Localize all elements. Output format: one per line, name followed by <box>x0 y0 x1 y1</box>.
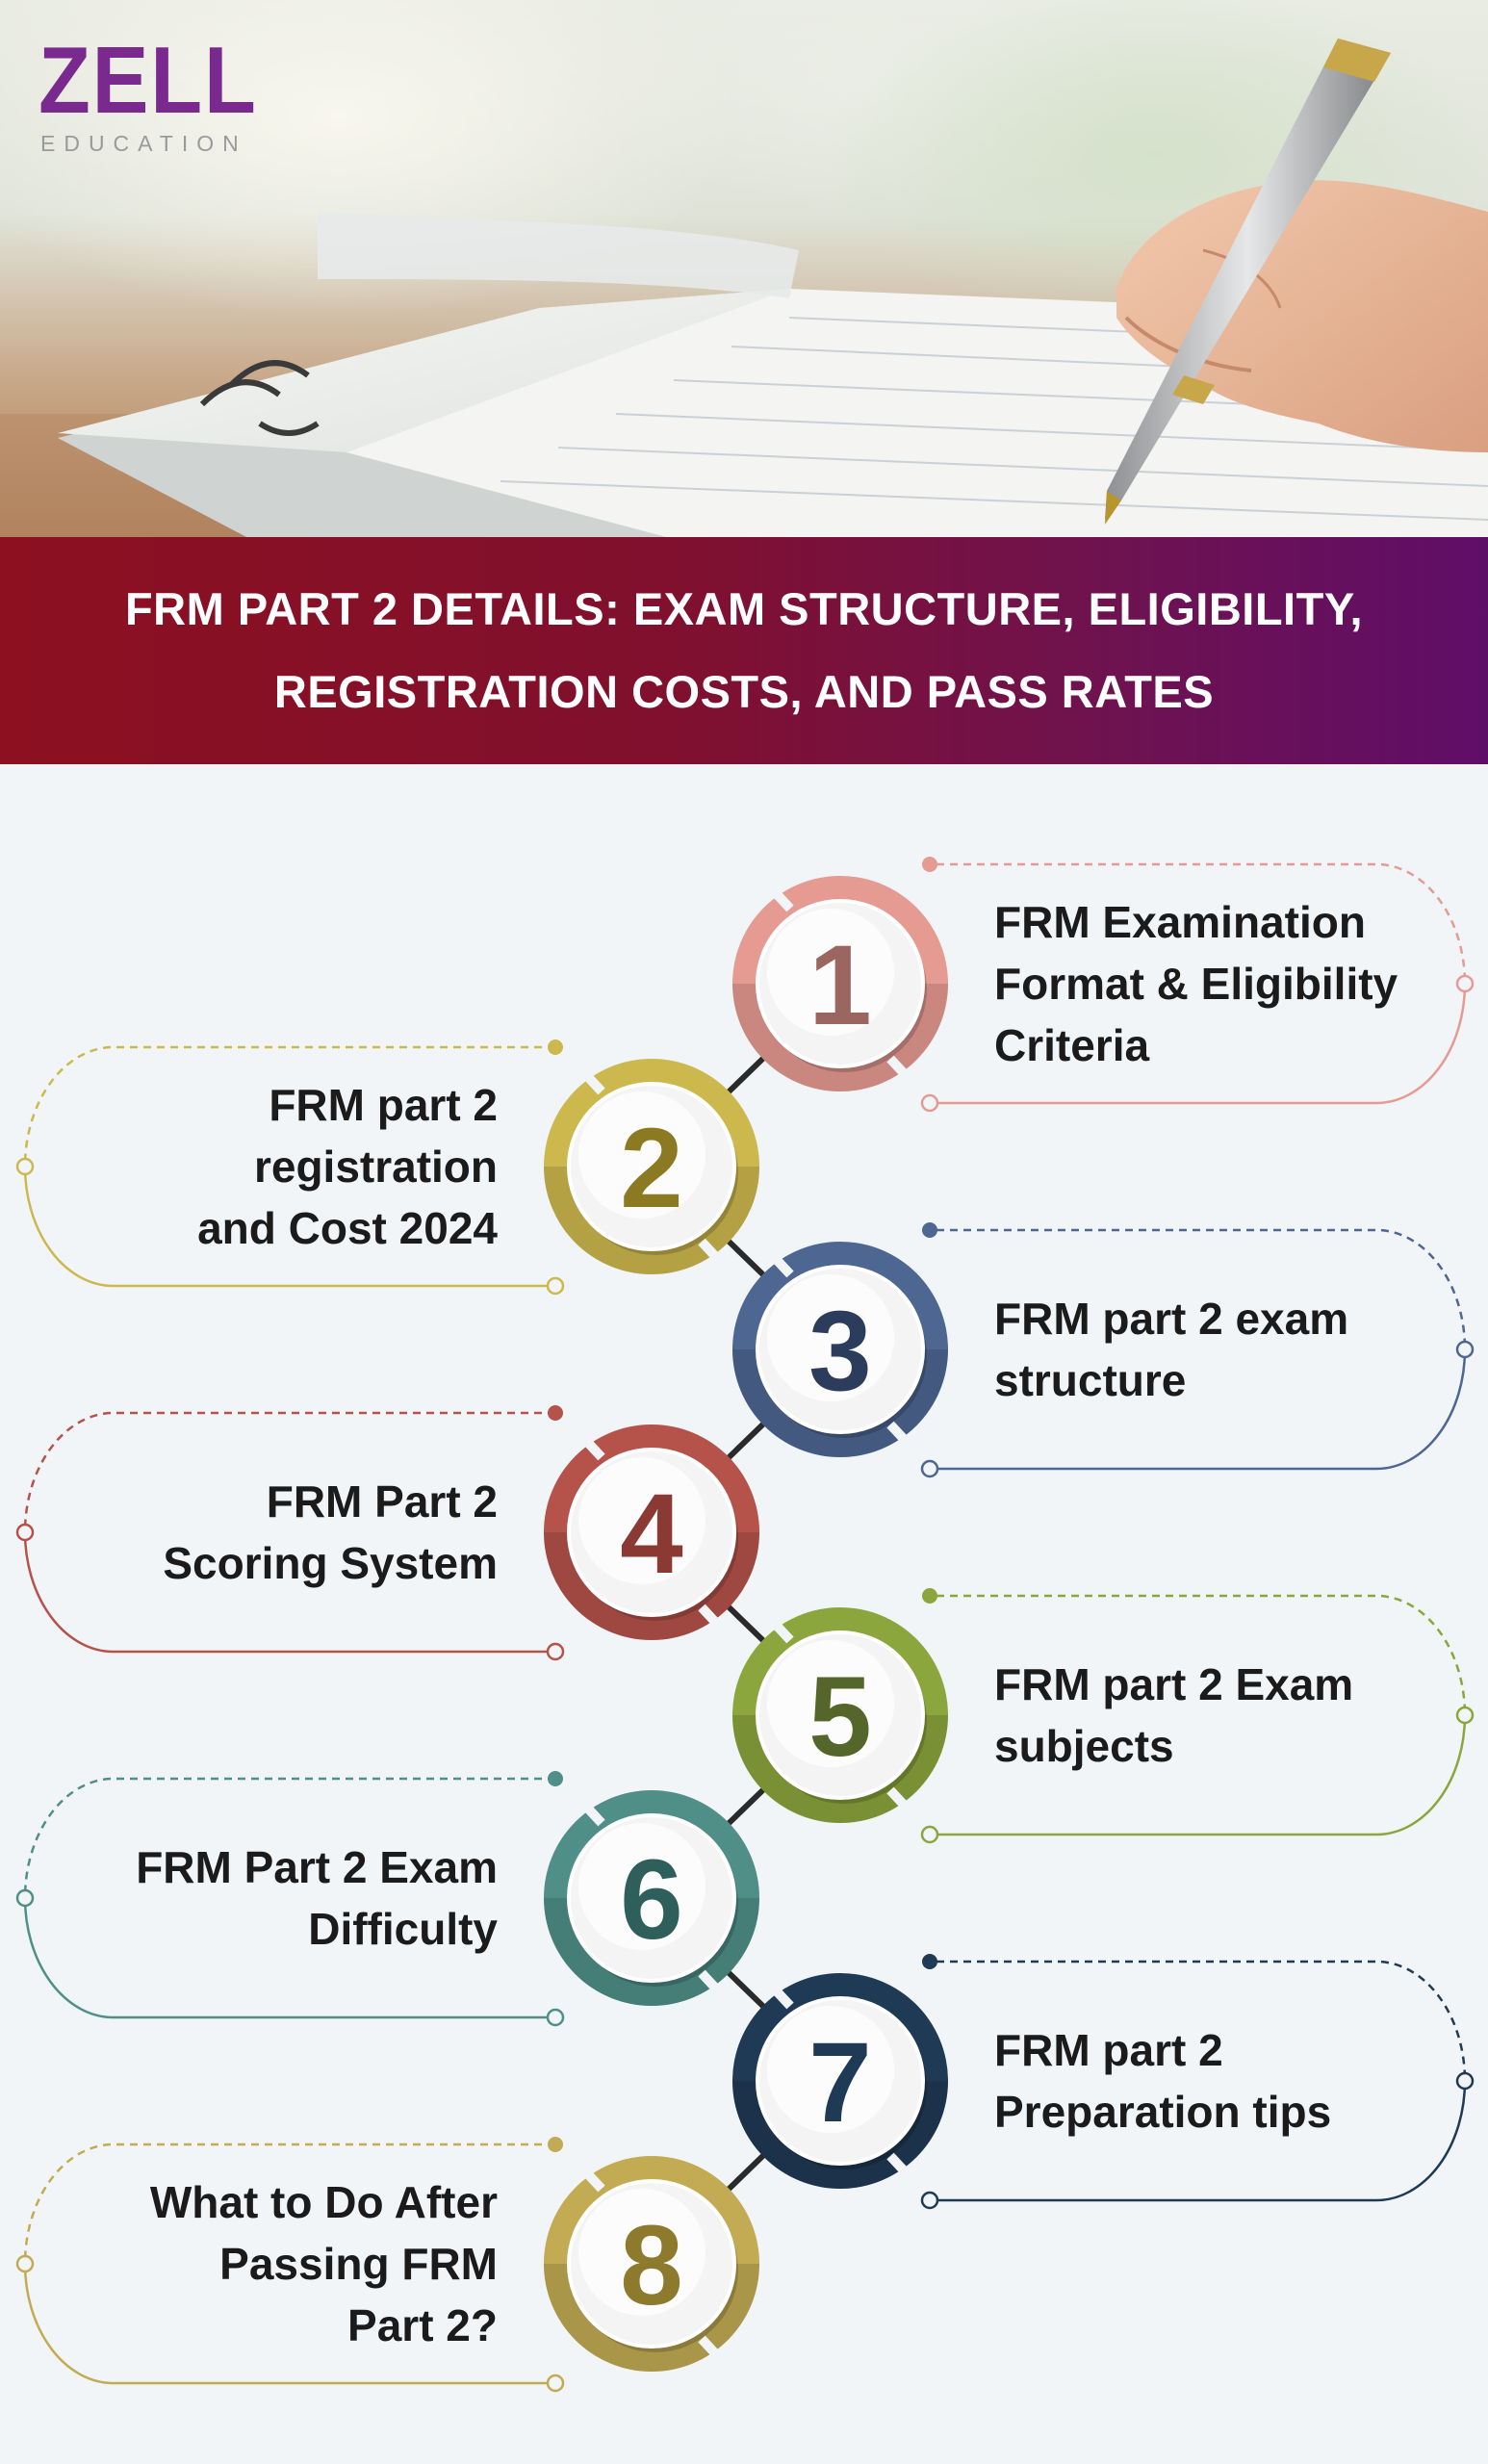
step-number: 2 <box>620 1105 683 1232</box>
step-4[interactable]: 4 <box>15 1405 759 1661</box>
step-number: 3 <box>808 1288 872 1415</box>
step-label-line: FRM part 2 <box>269 1080 498 1130</box>
step-3[interactable]: 3 <box>732 1222 1475 1478</box>
title-line-1: FRM PART 2 DETAILS: EXAM STRUCTURE, ELIG… <box>124 583 1364 634</box>
hero-image: ZELL EDUCATION <box>0 0 1488 539</box>
step-label-line: Preparation tips <box>994 2087 1332 2137</box>
step-label-line: FRM part 2 Exam <box>994 1659 1354 1709</box>
step-5[interactable]: 5 <box>732 1588 1475 1844</box>
logo-subtitle: EDUCATION <box>40 131 247 156</box>
step-label-line: and Cost 2024 <box>197 1203 498 1253</box>
step-label-line: registration <box>253 1142 498 1192</box>
step-6[interactable]: 6 <box>15 1771 759 2027</box>
logo-wordmark: ZELL <box>38 27 258 133</box>
step-8[interactable]: 8 <box>15 2137 759 2393</box>
step-label-line: FRM Examination <box>994 897 1366 947</box>
step-label-line: FRM part 2 exam <box>994 1294 1349 1344</box>
step-label-line: subjects <box>994 1721 1174 1771</box>
step-number: 1 <box>808 922 872 1049</box>
step-number: 4 <box>620 1471 683 1598</box>
step-2-label: FRM part 2 registration and Cost 2024 <box>58 1074 498 1259</box>
step-2[interactable]: 2 <box>15 1040 759 1296</box>
title-banner: FRM PART 2 DETAILS: EXAM STRUCTURE, ELIG… <box>0 537 1488 764</box>
step-number: 5 <box>808 1654 872 1781</box>
step-label-line: Part 2? <box>347 2300 498 2350</box>
step-7[interactable]: 7 <box>732 1954 1475 2210</box>
step-label-line: Scoring System <box>163 1538 498 1588</box>
step-number: 6 <box>620 1836 683 1964</box>
step-number: 7 <box>808 2019 872 2146</box>
step-label-line: Format & Eligibility <box>994 959 1398 1009</box>
step-3-label: FRM part 2 exam structure <box>994 1288 1456 1411</box>
step-label-line: FRM part 2 <box>994 2025 1223 2075</box>
step-label-line: Criteria <box>994 1020 1150 1070</box>
step-number: 8 <box>620 2202 683 2329</box>
step-1[interactable]: 1 <box>732 857 1475 1113</box>
notebook-writing-photo <box>0 38 1488 539</box>
step-label-line: Difficulty <box>308 1904 498 1954</box>
step-7-label: FRM part 2 Preparation tips <box>994 2019 1456 2143</box>
step-label-line: FRM Part 2 Exam <box>136 1842 498 1892</box>
step-4-label: FRM Part 2 Scoring System <box>58 1471 498 1594</box>
step-label-line: structure <box>994 1355 1187 1405</box>
title-line-2: REGISTRATION COSTS, AND PASS RATES <box>273 666 1215 717</box>
step-label-line: FRM Part 2 <box>266 1476 498 1527</box>
step-5-label: FRM part 2 Exam subjects <box>994 1654 1456 1777</box>
step-label-line: Passing FRM <box>219 2239 498 2289</box>
zell-education-logo[interactable]: ZELL EDUCATION <box>38 33 282 157</box>
step-label-line: What to Do After <box>149 2177 498 2227</box>
